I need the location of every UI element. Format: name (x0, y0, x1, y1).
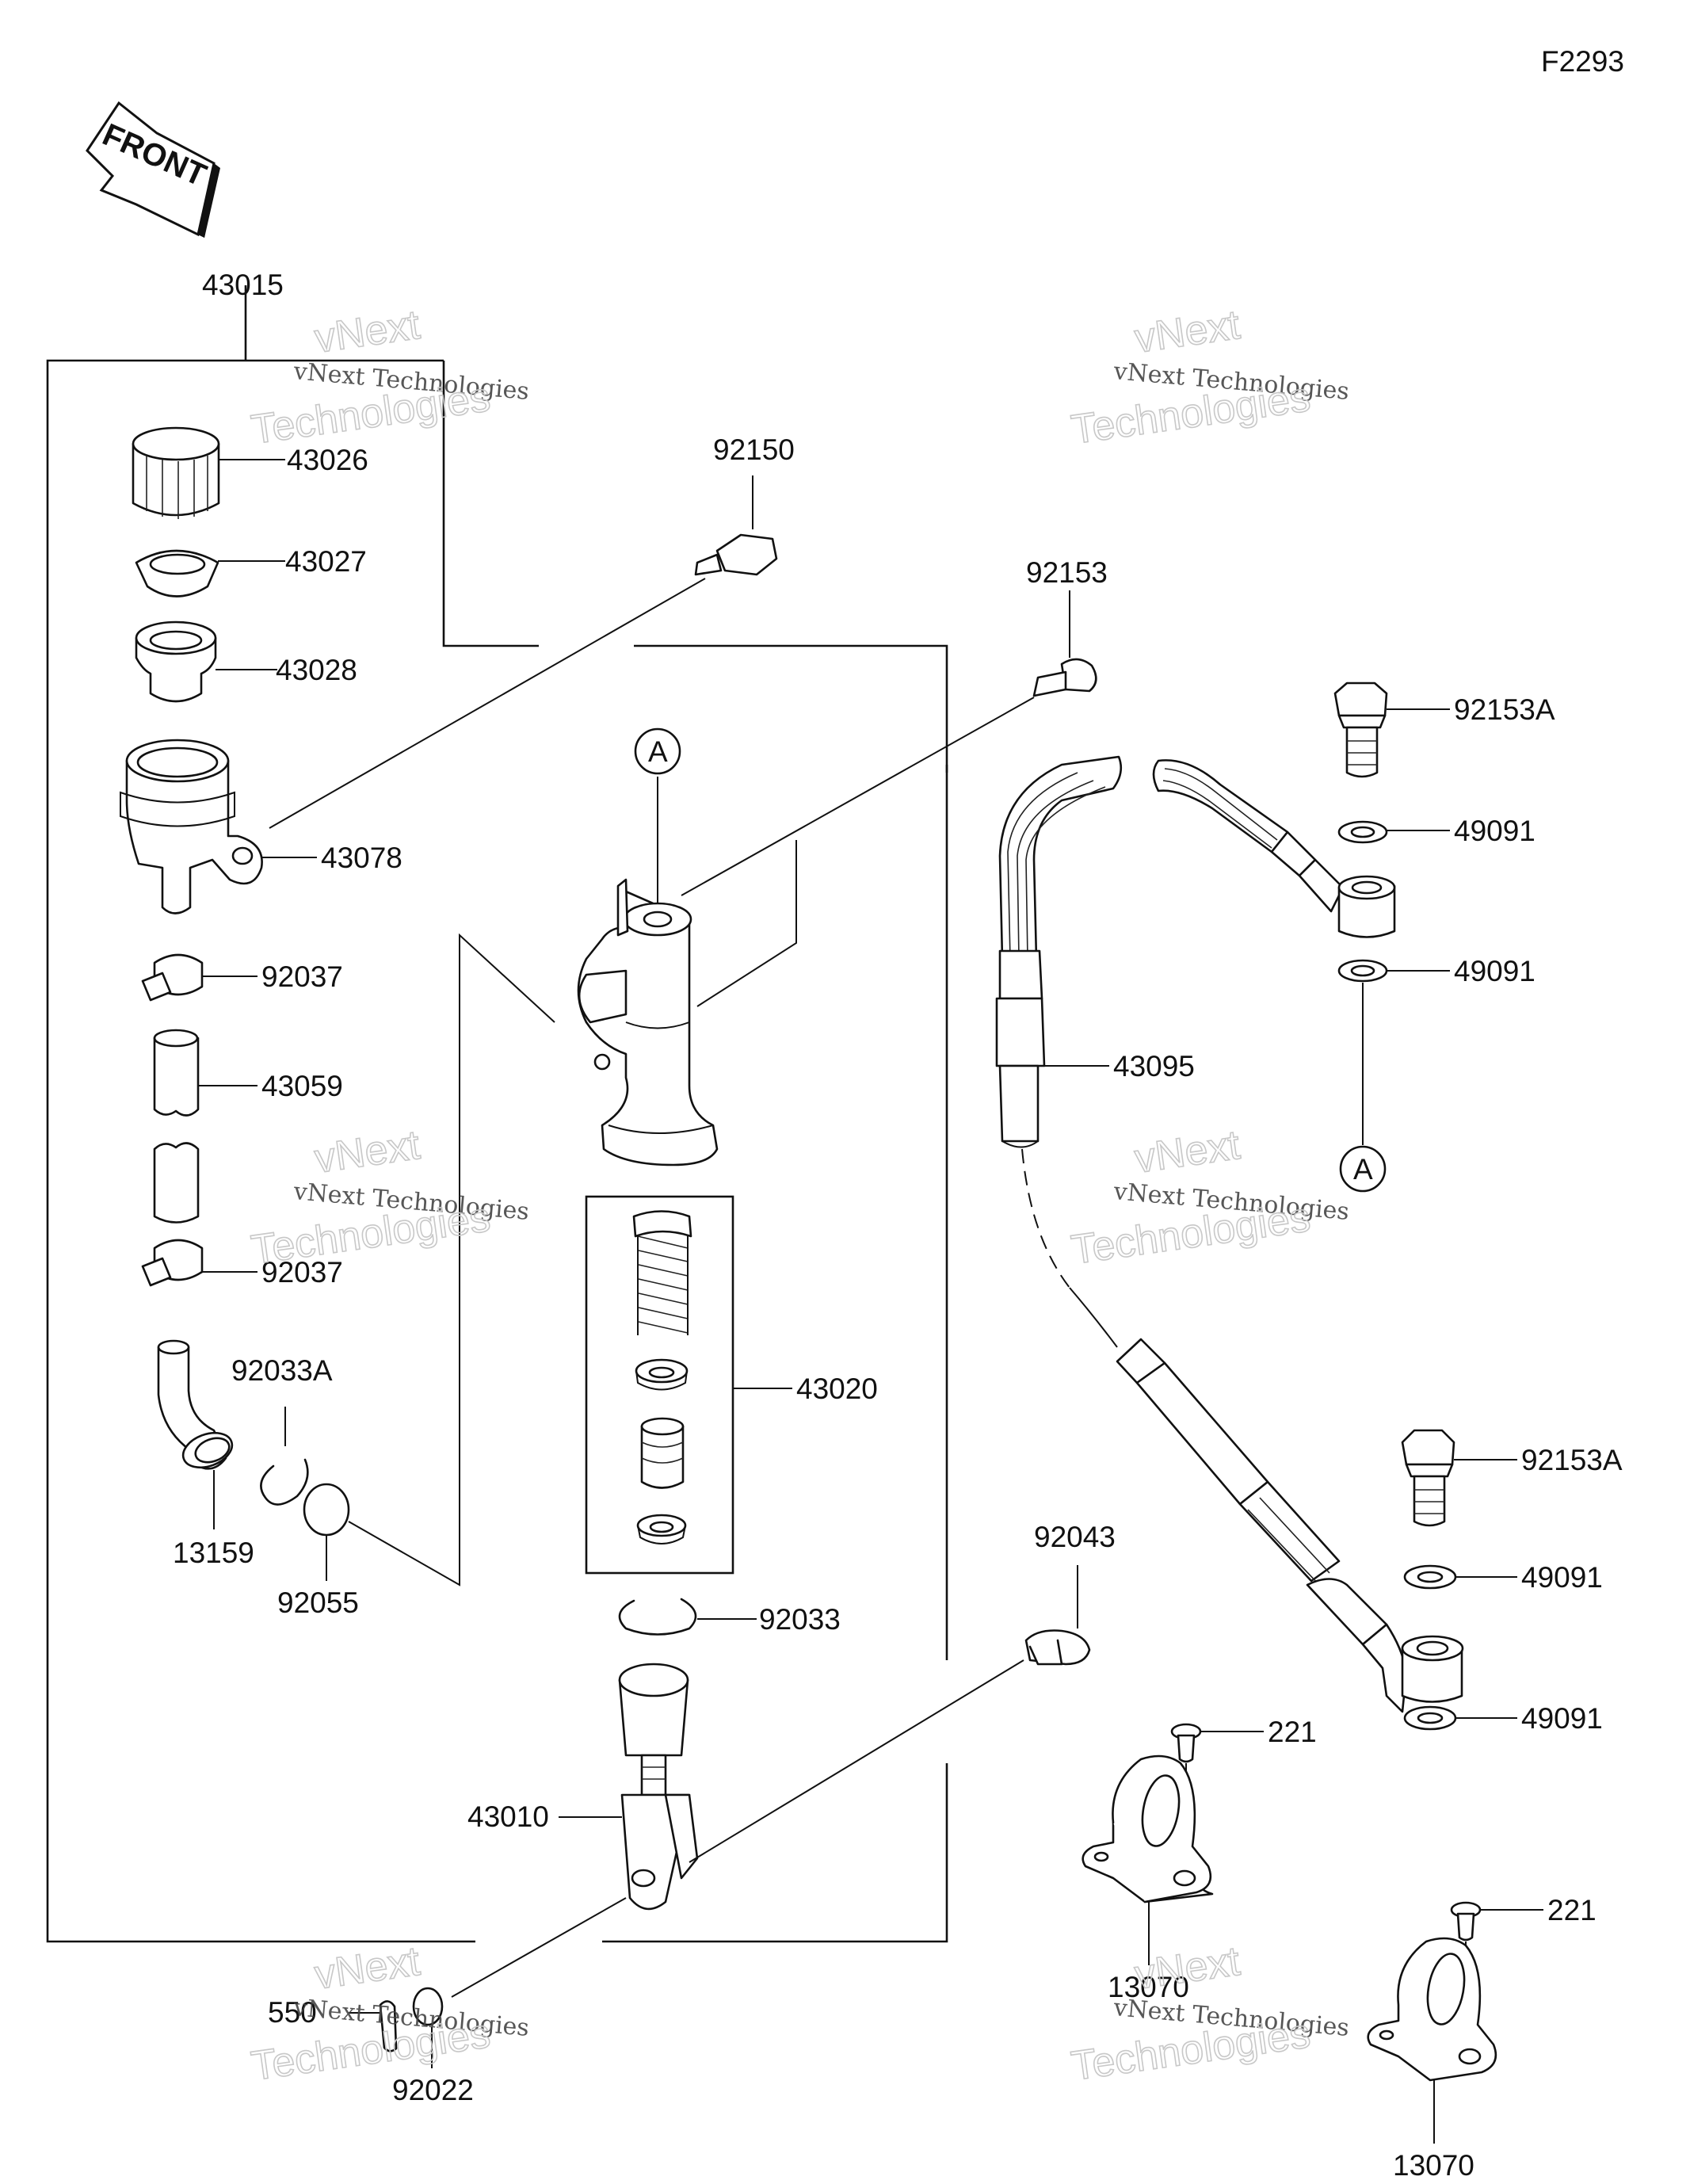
reservoir-hose-43059 (153, 1029, 200, 1224)
watermark-1: vNext vNext Technologies Technologies (248, 301, 530, 454)
washer-49091-4 (1403, 1705, 1457, 1731)
piston-43020 (640, 1417, 685, 1489)
banjo-bolt-92153A-upper (1333, 682, 1388, 778)
piston-kit-box-43020 (585, 1195, 734, 1575)
label-92033A: 92033A (231, 1354, 333, 1387)
ref-marker-a-upper-label: A (648, 735, 668, 768)
label-49091-4: 49091 (1521, 1702, 1603, 1735)
diaphragm-43028 (135, 620, 217, 703)
circlip-92033A (260, 1458, 309, 1506)
elbow-fitting-13159 (157, 1339, 234, 1470)
svg-text:vNext: vNext (1132, 1122, 1243, 1182)
front-arrow-icon: FRONT (86, 101, 220, 238)
ref-marker-a-lower (1339, 1145, 1387, 1193)
screw-221-2 (1450, 1901, 1482, 1942)
brake-hose-43095 (995, 755, 1408, 1713)
reservoir-tank-43078 (120, 739, 263, 914)
label-49091-2: 49091 (1454, 955, 1535, 987)
label-13159: 13159 (173, 1537, 254, 1569)
o-ring-92055 (303, 1483, 350, 1537)
label-43026: 43026 (287, 444, 368, 476)
label-92153A-lower: 92153A (1521, 1444, 1623, 1476)
label-49091-1: 49091 (1454, 815, 1535, 847)
banjo-fitting-upper (1337, 875, 1396, 938)
label-92037-upper: 92037 (261, 960, 343, 993)
svg-text:vNext: vNext (312, 1938, 423, 1999)
label-43028: 43028 (276, 654, 357, 686)
label-13070-1: 13070 (1108, 1971, 1189, 2003)
diagram-code: F2293 (1541, 45, 1624, 78)
reservoir-cap-43026 (132, 426, 220, 519)
label-43059: 43059 (261, 1070, 343, 1102)
label-43015: 43015 (202, 269, 284, 301)
label-92043: 92043 (1034, 1521, 1116, 1553)
ref-marker-a-upper (634, 727, 681, 775)
spring-43020 (632, 1210, 692, 1335)
label-43027: 43027 (285, 545, 367, 578)
ref-marker-a-lower-label: A (1353, 1153, 1373, 1186)
label-92037-lower: 92037 (261, 1256, 343, 1289)
diaphragm-plate-43027 (135, 549, 219, 598)
svg-text:vNext: vNext (1132, 302, 1243, 362)
banjo-bolt-92153 (1032, 658, 1097, 697)
label-49091-3: 49091 (1521, 1561, 1603, 1594)
label-92055: 92055 (277, 1586, 359, 1619)
label-43010: 43010 (467, 1800, 549, 1833)
label-13070-2: 13070 (1393, 2149, 1474, 2182)
label-43020: 43020 (796, 1373, 878, 1405)
assembly-bracket-43015 (46, 285, 948, 1943)
cup-43020-upper (635, 1358, 689, 1391)
washer-92022 (412, 1987, 444, 2026)
cotter-pin-550 (379, 2000, 398, 2052)
hose-clamp-92037-upper (141, 953, 204, 1002)
watermark-4: vNext vNext Technologies Technologies (1068, 1121, 1350, 1274)
washer-49091-1 (1337, 820, 1388, 844)
push-rod-43010 (618, 1663, 699, 1911)
watermark-6: vNext vNext Technologies Technologies (1068, 1938, 1350, 2090)
label-221-1: 221 (1268, 1716, 1317, 1748)
watermark-3: vNext vNext Technologies Technologies (248, 1121, 530, 1274)
banjo-bolt-92153A-lower (1401, 1429, 1455, 1527)
screw-221-1 (1170, 1723, 1202, 1763)
label-43095: 43095 (1113, 1050, 1195, 1082)
label-221-2: 221 (1547, 1894, 1597, 1926)
washer-49091-2 (1337, 959, 1388, 983)
bolt-92150 (694, 533, 778, 576)
label-92153A-upper: 92153A (1454, 693, 1555, 726)
label-550: 550 (268, 1996, 317, 2029)
label-92153: 92153 (1026, 556, 1108, 589)
hose-clamp-13070-2 (1367, 1937, 1497, 2082)
master-cylinder-body (577, 878, 719, 1166)
washer-49091-3 (1403, 1564, 1457, 1590)
svg-text:vNext: vNext (312, 302, 423, 362)
hose-clamp-92037-lower (141, 1239, 204, 1287)
svg-text:vNext: vNext (312, 1122, 423, 1182)
watermark-2: vNext vNext Technologies Technologies (1068, 301, 1350, 454)
clevis-pin-92043 (1024, 1629, 1091, 1666)
label-92033: 92033 (759, 1603, 841, 1636)
hose-clamp-13070-1 (1082, 1754, 1214, 1903)
cup-43020-lower (636, 1514, 687, 1544)
label-92022: 92022 (392, 2074, 474, 2106)
banjo-fitting-lower (1401, 1635, 1464, 1703)
circlip-92033 (618, 1598, 697, 1636)
label-43078: 43078 (321, 842, 402, 874)
label-92150: 92150 (713, 433, 795, 466)
